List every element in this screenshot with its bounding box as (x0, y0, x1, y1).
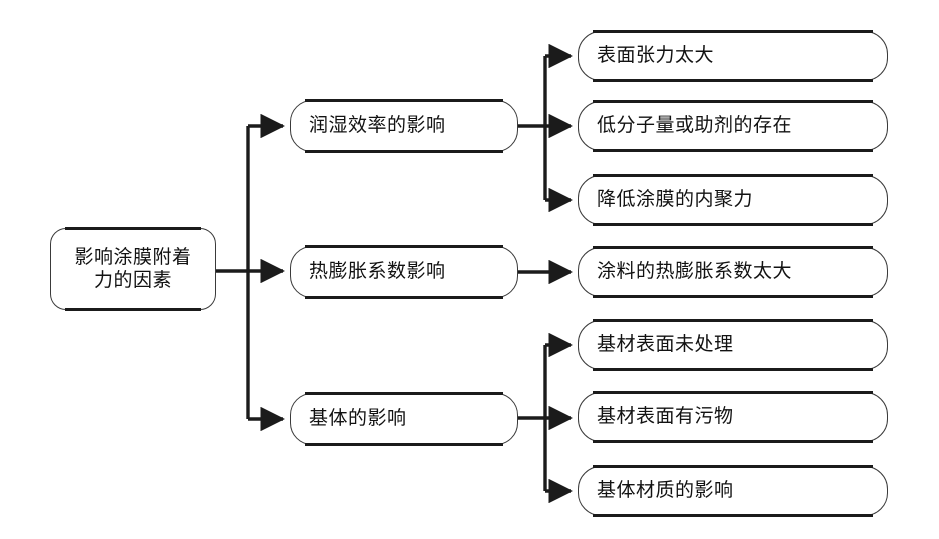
node-emboss-top (593, 391, 873, 394)
node-root[interactable]: 影响涂膜附着 力的因素 (50, 227, 216, 311)
node-emboss-bottom (305, 296, 503, 299)
node-leaf-label: 基材表面有污物 (597, 406, 734, 428)
node-leaf-label: 涂料的热膨胀系数太大 (597, 261, 793, 283)
node-emboss-top (593, 100, 873, 103)
node-leaf-label: 降低涂膜的内聚力 (597, 189, 754, 211)
node-emboss-bottom (65, 308, 201, 311)
node-branch-wetting-efficiency[interactable]: 润湿效率的影响 (290, 99, 518, 153)
node-leaf-label: 表面张力太大 (597, 45, 715, 67)
node-leaf-low-molecular-weight[interactable]: 低分子量或助剂的存在 (578, 100, 888, 152)
node-leaf-coating-thermal-expansion[interactable]: 涂料的热膨胀系数太大 (578, 246, 888, 298)
node-branch-label: 润湿效率的影响 (309, 115, 446, 137)
node-emboss-top (593, 319, 873, 322)
node-emboss-top (305, 392, 503, 395)
node-leaf-label: 基体材质的影响 (597, 480, 734, 502)
node-emboss-top (305, 245, 503, 248)
node-emboss-bottom (305, 150, 503, 153)
node-emboss-bottom (593, 368, 873, 371)
node-branch-substrate[interactable]: 基体的影响 (290, 392, 518, 446)
node-emboss-top (593, 246, 873, 249)
node-emboss-bottom (593, 514, 873, 517)
node-emboss-bottom (593, 79, 873, 82)
node-emboss-bottom (593, 223, 873, 226)
node-branch-label: 基体的影响 (309, 408, 407, 430)
node-leaf-reduced-cohesion[interactable]: 降低涂膜的内聚力 (578, 174, 888, 226)
node-leaf-label: 基材表面未处理 (597, 334, 734, 356)
node-emboss-top (305, 99, 503, 102)
node-leaf-substrate-material[interactable]: 基体材质的影响 (578, 465, 888, 517)
node-leaf-label: 低分子量或助剂的存在 (597, 115, 793, 137)
node-emboss-top (65, 227, 201, 230)
node-leaf-surface-tension[interactable]: 表面张力太大 (578, 30, 888, 82)
node-emboss-top (593, 30, 873, 33)
node-branch-thermal-expansion[interactable]: 热膨胀系数影响 (290, 245, 518, 299)
node-emboss-bottom (593, 440, 873, 443)
node-emboss-top (593, 174, 873, 177)
node-emboss-bottom (305, 443, 503, 446)
node-branch-label: 热膨胀系数影响 (309, 261, 446, 283)
node-leaf-contaminated-surface[interactable]: 基材表面有污物 (578, 391, 888, 443)
node-emboss-top (593, 465, 873, 468)
node-root-label: 影响涂膜附着 力的因素 (74, 246, 192, 291)
node-emboss-bottom (593, 149, 873, 152)
node-leaf-untreated-surface[interactable]: 基材表面未处理 (578, 319, 888, 371)
node-emboss-bottom (593, 295, 873, 298)
